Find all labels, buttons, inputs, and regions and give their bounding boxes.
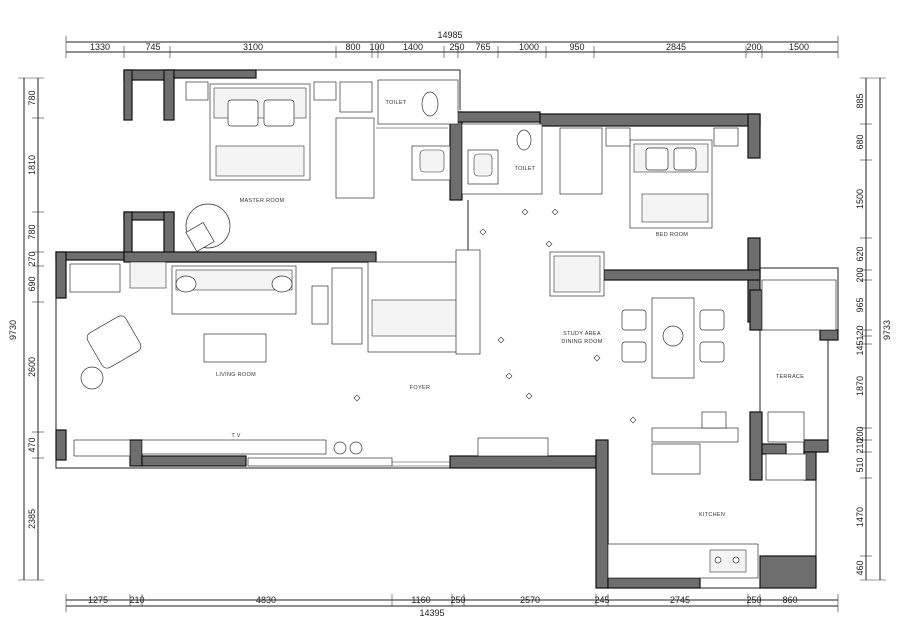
bottom-dim: 250	[746, 595, 761, 605]
left-total: 9730	[8, 320, 18, 340]
left-dim: 1810	[27, 155, 37, 175]
top-dim: 1400	[403, 42, 423, 52]
right-dim: 120	[855, 325, 865, 340]
right-dim: 200	[855, 267, 865, 282]
right-dim: 1470	[855, 507, 865, 527]
walls	[55, 69, 839, 589]
top-dimensions: 14985 1330 745 3100 800 100 1400 250 765…	[90, 30, 809, 52]
living-room-label: LIVING ROOM	[216, 372, 256, 378]
right-dim: 1500	[855, 189, 865, 209]
right-dim: 965	[855, 297, 865, 312]
bottom-dim: 1275	[88, 595, 108, 605]
kitchen-label: KITCHEN	[699, 512, 725, 518]
top-dim: 200	[746, 42, 761, 52]
left-dim: 2385	[27, 509, 37, 529]
right-dim: 1870	[855, 376, 865, 396]
top-dim: 765	[475, 42, 490, 52]
right-dimensions: 9733 885 680 1500 620 200 965 120 145 18…	[855, 93, 892, 575]
top-total: 14985	[437, 30, 462, 40]
left-dim: 690	[27, 276, 37, 291]
top-dim: 2845	[666, 42, 686, 52]
bottom-total: 14395	[419, 608, 444, 618]
toilet-1-label: TOILET	[386, 100, 407, 106]
top-dim: 745	[145, 42, 160, 52]
left-dimensions: 9730 780 1810 780 270 690 2600 470 2385	[8, 90, 37, 529]
bottom-dim: 1160	[411, 595, 430, 605]
left-dim: 780	[27, 90, 37, 105]
bottom-dim: 210	[129, 595, 144, 605]
master-room-label: MASTER ROOM	[240, 198, 285, 204]
top-dim: 250	[449, 42, 464, 52]
bottom-dim: 2570	[520, 595, 540, 605]
right-dim: 680	[855, 134, 865, 149]
top-dim: 3100	[243, 42, 263, 52]
right-total: 9733	[882, 320, 892, 340]
bottom-dim: 2745	[670, 595, 690, 605]
top-dim: 800	[345, 42, 360, 52]
right-dim: 210	[855, 438, 865, 453]
right-dim: 200	[855, 426, 865, 441]
top-dim: 1500	[789, 42, 809, 52]
left-dim: 780	[27, 224, 37, 239]
left-dim: 470	[27, 437, 37, 452]
bottom-dimensions: 1275 210 4830 1160 250 2570 245 2745 250…	[88, 595, 798, 618]
bed-room-label: BED ROOM	[656, 232, 688, 238]
left-dim: 2600	[27, 357, 37, 377]
top-dim: 950	[569, 42, 584, 52]
toilet-2-label: TOILET	[515, 166, 536, 172]
left-dim: 270	[27, 251, 37, 266]
right-dim: 620	[855, 246, 865, 261]
dining-room-label: DINING ROOM	[561, 339, 602, 345]
right-dim: 885	[855, 93, 865, 108]
dimension-lines	[18, 36, 886, 612]
top-dim: 1330	[90, 42, 110, 52]
right-dim: 460	[855, 560, 865, 575]
furniture	[69, 79, 837, 579]
room-labels: MASTER ROOM TOILET TOILET BED ROOM LIVIN…	[216, 100, 804, 518]
tv-label: T V	[231, 433, 240, 439]
top-dim: 1000	[519, 42, 539, 52]
right-dim: 510	[855, 457, 865, 472]
terrace-label: TERRACE	[776, 374, 804, 380]
bottom-dim: 245	[594, 595, 609, 605]
bottom-dim: 4830	[256, 595, 276, 605]
bottom-dim: 860	[782, 595, 797, 605]
right-dim: 145	[855, 340, 865, 355]
foyer-label: FOYER	[410, 385, 430, 391]
bottom-dim: 250	[450, 595, 465, 605]
top-dim: 100	[369, 42, 384, 52]
study-area-label: STUDY AREA	[563, 331, 601, 337]
